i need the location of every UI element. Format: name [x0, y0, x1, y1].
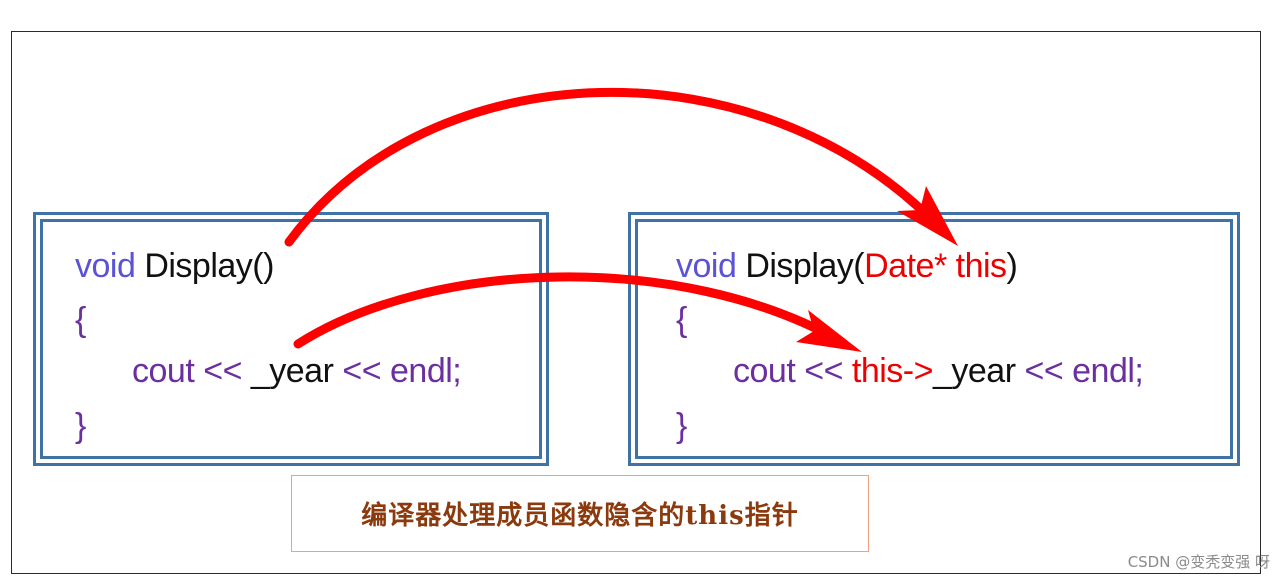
- caption-text: 编译器处理成员函数隐含的this指针: [361, 501, 799, 531]
- right-void-keyword: void: [676, 247, 737, 285]
- left-endl-text: << endl;: [333, 352, 462, 390]
- caption-box: 编译器处理成员函数隐含的this指针: [291, 475, 869, 552]
- left-open-brace: {: [75, 301, 86, 339]
- right-line-signature: void Display(Date* this): [676, 246, 1018, 286]
- left-close-brace: }: [75, 407, 86, 445]
- right-function-name: Display(: [736, 247, 865, 285]
- right-year-member: _year: [932, 352, 1016, 390]
- left-void-keyword: void: [75, 247, 136, 285]
- left-year-member: _year: [241, 352, 334, 390]
- right-this-parameter: Date* this: [864, 247, 1007, 285]
- right-this-pointer: this->: [851, 352, 934, 390]
- right-close-paren: ): [1006, 247, 1018, 285]
- left-line-cout: cout << _year << endl;: [132, 351, 462, 391]
- right-open-brace: {: [676, 301, 687, 339]
- right-endl-text: << endl;: [1015, 352, 1144, 390]
- left-line-signature: void Display(): [75, 246, 274, 286]
- right-line-cout: cout << this->_year << endl;: [733, 351, 1144, 391]
- left-function-name: Display(): [135, 247, 274, 285]
- csdn-watermark: CSDN @变秃变强 呀: [1127, 553, 1270, 571]
- right-cout-text: cout <<: [733, 352, 852, 390]
- code-box-compiled: [628, 212, 1240, 466]
- left-cout-text: cout <<: [132, 352, 242, 390]
- right-close-brace: }: [676, 407, 687, 445]
